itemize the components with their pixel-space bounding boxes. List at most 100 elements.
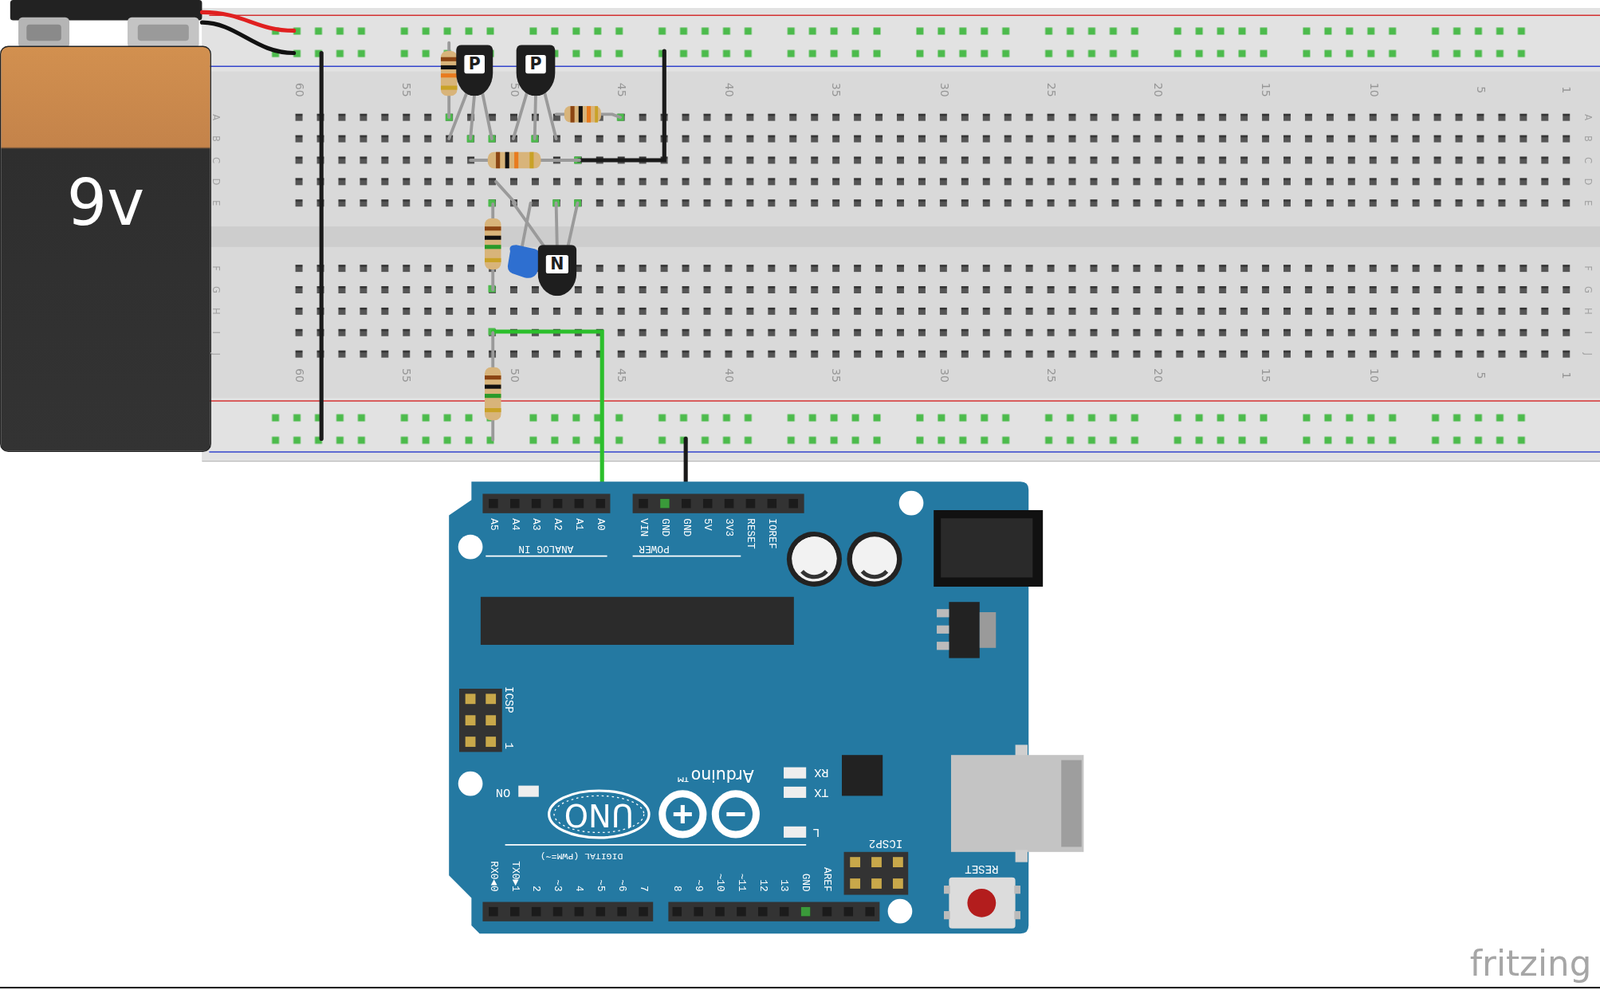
arduino-board — [724, 499, 735, 509]
arduino-board — [786, 531, 842, 587]
arduino-board — [849, 878, 861, 889]
arduino-board — [459, 688, 503, 752]
arduino-board — [485, 693, 496, 704]
arduino-board — [505, 844, 807, 846]
pin-label: RX0◄0 — [487, 860, 500, 892]
battery-terminals — [26, 24, 62, 41]
arduino-board — [758, 907, 768, 917]
arduino-board — [672, 907, 683, 917]
pin-label: ~11 — [735, 873, 747, 893]
arduino-board — [779, 907, 790, 917]
arduino-board — [662, 794, 704, 835]
arduino-board — [638, 907, 649, 917]
arduino-board — [846, 531, 902, 587]
resistors — [570, 106, 575, 122]
pin-label: A2 — [550, 518, 563, 531]
wires — [319, 53, 324, 440]
arduino-board — [1014, 911, 1021, 920]
resistors — [484, 385, 501, 390]
row-letter: J — [1582, 352, 1594, 355]
arduino-board — [791, 536, 837, 559]
breadboard-number: 60 — [292, 82, 307, 98]
battery-terminals — [127, 17, 200, 48]
arduino-board — [936, 609, 949, 618]
arduino-board — [1014, 885, 1021, 894]
resistors — [586, 106, 591, 122]
arduino-board — [788, 499, 799, 509]
pin-label: A4 — [507, 518, 520, 531]
resistors — [564, 106, 602, 122]
arduino-board — [746, 499, 756, 509]
arduino-board — [488, 499, 499, 509]
battery-label: 9v — [66, 171, 145, 235]
row-letter: A — [1582, 114, 1594, 121]
arduino-board — [638, 499, 649, 509]
row-letter: F — [209, 265, 221, 272]
arduino-board — [518, 786, 539, 798]
arduino-board — [482, 494, 610, 514]
arduino-board — [1015, 849, 1028, 862]
transistor-legs — [448, 94, 578, 256]
row-letter: H — [209, 307, 221, 315]
pin-label: ~6 — [615, 879, 628, 892]
arduino-board — [574, 907, 585, 917]
board-text: ICSP — [501, 686, 515, 714]
row-letter: D — [1582, 177, 1594, 185]
breadboard — [201, 7, 1600, 461]
pin-label: A3 — [529, 518, 542, 531]
pin-label: 2 — [529, 885, 542, 893]
transistor-legs — [534, 94, 536, 139]
arduino-board — [841, 754, 883, 796]
arduino-board — [485, 736, 496, 747]
row-letter: G — [209, 286, 221, 294]
arduino-board — [632, 494, 805, 514]
breadboard — [288, 106, 1578, 214]
pin-label: ~5 — [593, 879, 606, 892]
breadboard-number: 35 — [829, 368, 843, 383]
breadboard-number: 15 — [1258, 82, 1273, 98]
row-letter: A — [209, 114, 221, 121]
board-text: ICSP2 — [868, 836, 903, 850]
resistors — [514, 152, 519, 169]
capacitor-symbol — [507, 244, 542, 279]
arduino-board — [892, 878, 904, 889]
board-text: 1 — [501, 742, 515, 749]
transistor-legs — [495, 181, 515, 204]
arduino-board — [892, 857, 904, 868]
board-text: DIGITAL (PWM=~) — [540, 849, 624, 861]
arduino-board — [465, 693, 496, 747]
breadboard-number: 40 — [721, 82, 736, 98]
arduino-board — [849, 857, 904, 889]
arduino-board — [668, 902, 880, 922]
arduino-board — [488, 907, 499, 917]
arduino-board — [485, 555, 607, 558]
arduino-board — [693, 907, 704, 917]
row-letter: F — [1582, 265, 1594, 272]
row-letter: I — [209, 331, 221, 335]
arduino-board — [888, 899, 913, 924]
row-letter: D — [209, 177, 221, 185]
arduino-board — [791, 536, 837, 582]
pin-label: AREF — [820, 867, 833, 893]
row-letter: E — [1582, 200, 1594, 206]
transistor-body: P — [516, 44, 556, 96]
battery-terminals — [10, 0, 203, 21]
pin-label: GND — [798, 873, 811, 893]
breadboard-number: 10 — [1366, 82, 1380, 98]
resistors — [495, 152, 500, 169]
resistors — [529, 152, 534, 169]
breadboard-number: 50 — [507, 368, 521, 383]
row-letter: B — [209, 135, 221, 142]
board-text: L — [812, 824, 820, 839]
pin-label: ~3 — [550, 879, 563, 892]
arduino-board — [871, 878, 882, 889]
breadboard-number: 45 — [614, 368, 629, 383]
watermark: fritzing — [1470, 943, 1593, 985]
battery-body: 9v — [0, 46, 212, 453]
battery-terminals — [18, 17, 70, 48]
arduino-board — [458, 771, 484, 797]
breadboard-number: 55 — [399, 368, 413, 383]
arduino-board — [531, 499, 542, 509]
arduino-board — [488, 499, 799, 509]
